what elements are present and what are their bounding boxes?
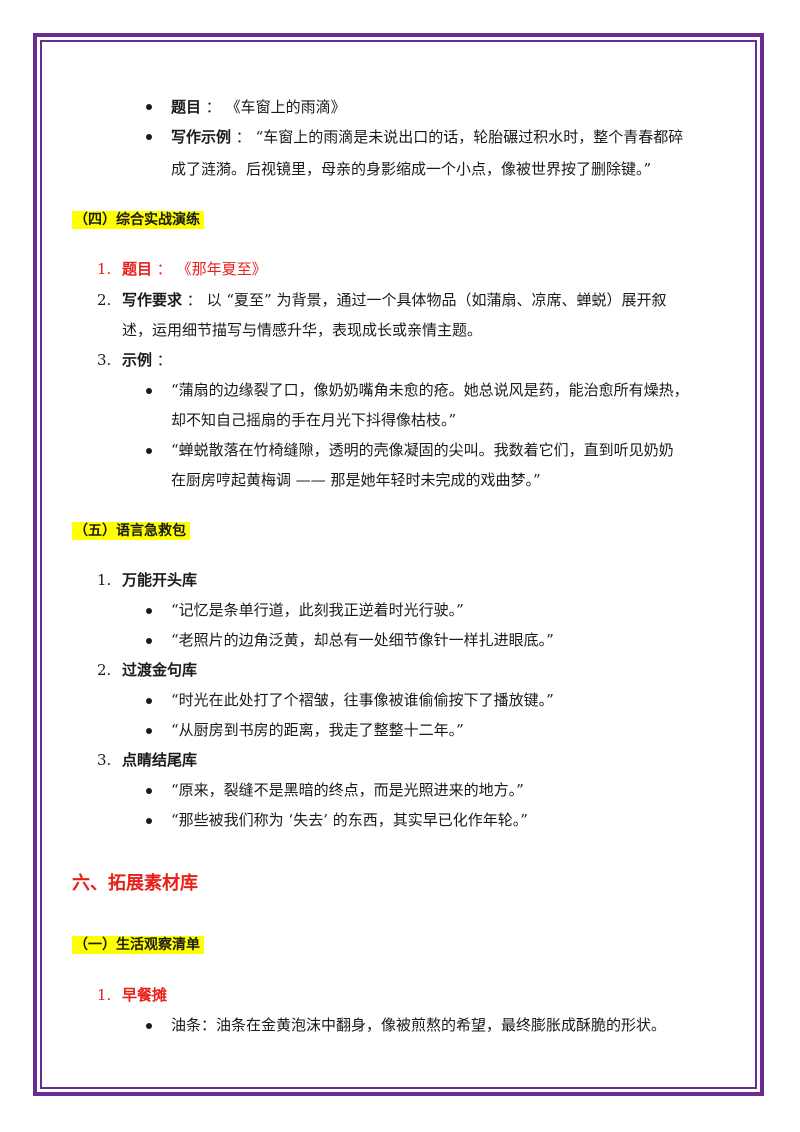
section-heading: （五）语言急救包 bbox=[72, 520, 190, 541]
bullet-icon bbox=[146, 788, 152, 794]
item-text: 以 “夏至” 为背景，通过一个具体物品（如蒲扇、凉席、蝉蜕）展开叙 bbox=[206, 291, 667, 309]
example-label: 写作示例 bbox=[171, 128, 232, 146]
item-text: 《那年夏至》 bbox=[176, 260, 267, 278]
bullet-icon bbox=[146, 134, 152, 140]
page-border-inner bbox=[40, 40, 757, 1089]
page-border-outer bbox=[33, 33, 764, 1096]
bullet-icon bbox=[146, 698, 152, 704]
bullet-icon bbox=[146, 728, 152, 734]
item-label: 写作要求 bbox=[122, 291, 183, 309]
quote-item: “那些被我们称为 ‘失去’ 的东西，其实早已化作年轮。” bbox=[171, 811, 528, 829]
item-label: 示例 bbox=[122, 351, 153, 369]
example-quote-continued: 却不知自己摇扇的手在月光下抖得像枯枝。” bbox=[171, 411, 457, 429]
quote-item: “记忆是条单行道，此刻我正逆着时光行驶。” bbox=[171, 601, 464, 619]
group-title: 过渡金句库 bbox=[122, 661, 198, 679]
section-heading-text: （四）综合实战演练 bbox=[72, 211, 204, 229]
topic-text: 《车窗上的雨滴》 bbox=[225, 98, 346, 116]
item-label: 题目 bbox=[122, 260, 153, 278]
observation-item: 油条：油条在金黄泡沫中翻身，像被煎熬的希望，最终膨胀成酥脆的形状。 bbox=[171, 1016, 667, 1034]
bullet-icon bbox=[146, 638, 152, 644]
bullet-icon bbox=[146, 104, 152, 110]
example-line: 写作示例 ： “车窗上的雨滴是未说出口的话，轮胎碾过积水时，整个青春都碎 bbox=[171, 127, 683, 147]
separator: ： bbox=[156, 260, 172, 278]
bullet-icon bbox=[146, 608, 152, 614]
quote-item: “时光在此处打了个褶皱，往事像被谁偷偷按下了播放键。” bbox=[171, 691, 554, 709]
section-heading: （一）生活观察清单 bbox=[72, 934, 204, 955]
group-title: 万能开头库 bbox=[122, 571, 198, 589]
list-item-requirements: 写作要求 ： 以 “夏至” 为背景，通过一个具体物品（如蒲扇、凉席、蝉蜕）展开叙 bbox=[122, 290, 666, 310]
list-number: 1. bbox=[97, 571, 112, 589]
list-number: 1. bbox=[97, 986, 112, 1004]
list-number: 2. bbox=[97, 291, 112, 309]
group-title: 点睛结尾库 bbox=[122, 751, 198, 769]
item-text-continued: 述，运用细节描写与情感升华，表现成长或亲情主题。 bbox=[122, 321, 483, 339]
quote-item: “老照片的边角泛黄，却总有一处细节像针一样扎进眼底。” bbox=[171, 631, 554, 649]
separator: ： bbox=[186, 291, 202, 309]
list-item-topic: 题目 ： 《那年夏至》 bbox=[122, 259, 267, 279]
example-quote: “蒲扇的边缘裂了口，像奶奶嘴角未愈的疮。她总说风是药，能治愈所有燥热， bbox=[171, 381, 689, 399]
separator: ： bbox=[235, 128, 251, 146]
chapter-heading: 六、拓展素材库 bbox=[72, 873, 198, 894]
example-text-continued: 成了涟漪。后视镜里，母亲的身影缩成一个小点，像被世界按了删除键。” bbox=[171, 160, 652, 178]
list-number: 3. bbox=[97, 351, 112, 369]
list-number: 1. bbox=[97, 260, 112, 278]
bullet-icon bbox=[146, 388, 152, 394]
list-item-examples: 示例 ： bbox=[122, 350, 172, 370]
bullet-icon bbox=[146, 818, 152, 824]
section-heading: （四）综合实战演练 bbox=[72, 209, 204, 230]
group-title: 早餐摊 bbox=[122, 986, 168, 1004]
section-heading-text: （一）生活观察清单 bbox=[72, 936, 204, 954]
example-quote: “蝉蜕散落在竹椅缝隙，透明的壳像凝固的尖叫。我数着它们，直到听见奶奶 bbox=[171, 441, 674, 459]
quote-item: “从厨房到书房的距离，我走了整整十二年。” bbox=[171, 721, 464, 739]
separator: ： bbox=[205, 98, 221, 116]
example-text: “车窗上的雨滴是未说出口的话，轮胎碾过积水时，整个青春都碎 bbox=[255, 128, 684, 146]
topic-line: 题目 ： 《车窗上的雨滴》 bbox=[171, 97, 346, 117]
list-number: 3. bbox=[97, 751, 112, 769]
bullet-icon bbox=[146, 1023, 152, 1029]
list-number: 2. bbox=[97, 661, 112, 679]
section-heading-text: （五）语言急救包 bbox=[72, 522, 190, 540]
separator: ： bbox=[156, 351, 172, 369]
bullet-icon bbox=[146, 448, 152, 454]
example-quote-continued: 在厨房哼起黄梅调 —— 那是她年轻时未完成的戏曲梦。” bbox=[171, 471, 541, 489]
quote-item: “原来，裂缝不是黑暗的终点，而是光照进来的地方。” bbox=[171, 781, 524, 799]
topic-label: 题目 bbox=[171, 98, 202, 116]
